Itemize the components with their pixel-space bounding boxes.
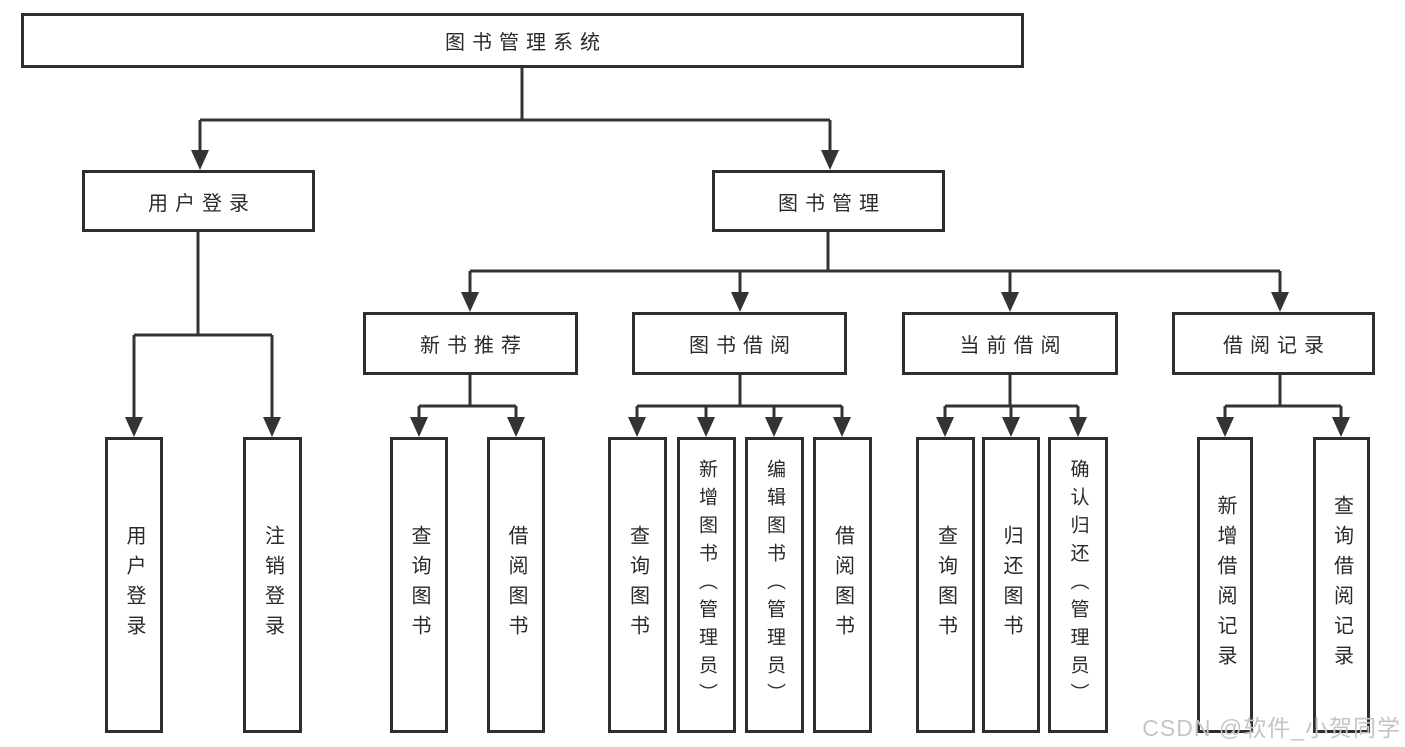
connector-new-book-recommend-to-leaves: [410, 375, 525, 437]
node-label: 当前借阅: [959, 335, 1068, 357]
leaf-confirm-return-admin: 确认归还（管理员）: [1048, 437, 1108, 733]
node-book-borrowing: 图书借阅: [632, 312, 847, 375]
node-label: 图书管理: [778, 192, 886, 215]
leaf-logout-login: 注销登录: [243, 437, 302, 733]
leaf-label: 确认归还（管理员）: [1067, 459, 1089, 711]
leaf-label: 归还图书: [1000, 525, 1022, 645]
leaf-label: 借阅图书: [831, 525, 854, 645]
connector-root-to-level2: [191, 68, 839, 170]
leaf-query-borrow-record: 查询借阅记录: [1313, 437, 1370, 733]
node-label: 借阅记录: [1223, 335, 1331, 357]
leaf-add-books-admin: 新增图书（管理员）: [677, 437, 736, 733]
leaf-add-borrow-record: 新增借阅记录: [1197, 437, 1253, 733]
leaf-label: 注销登录: [261, 525, 284, 645]
node-label: 用户登录: [148, 192, 256, 215]
leaf-label: 查询借阅记录: [1330, 495, 1353, 675]
leaf-label: 新增借阅记录: [1214, 495, 1236, 675]
leaf-query-books-borrowing: 查询图书: [608, 437, 667, 733]
node-new-book-recommend: 新书推荐: [363, 312, 578, 375]
leaf-query-books-recommend: 查询图书: [390, 437, 448, 733]
node-current-borrowing: 当前借阅: [902, 312, 1118, 375]
connector-borrow-records-to-leaves: [1216, 375, 1350, 437]
leaf-label: 借阅图书: [505, 525, 527, 645]
connector-current-borrowing-to-leaves: [936, 375, 1087, 437]
leaf-query-books-current: 查询图书: [916, 437, 975, 733]
leaf-label: 编辑图书（管理员）: [764, 459, 785, 711]
node-borrow-records: 借阅记录: [1172, 312, 1375, 375]
node-user-login: 用户登录: [82, 170, 315, 232]
node-label: 新书推荐: [420, 335, 528, 357]
leaf-label: 新增图书（管理员）: [696, 459, 717, 711]
leaf-label: 用户登录: [123, 525, 145, 645]
node-library-management-system: 图书管理系统: [21, 13, 1024, 68]
leaf-user-login: 用户登录: [105, 437, 163, 733]
csdn-watermark: CSDN @软件_小贺同学: [1142, 715, 1401, 741]
connector-book-management-to-modules: [461, 232, 1289, 312]
connector-user-login-to-leaves: [125, 232, 281, 437]
leaf-label: 查询图书: [408, 525, 430, 645]
node-label: 图书借阅: [689, 335, 797, 357]
connector-book-borrowing-to-leaves: [628, 375, 851, 437]
leaf-label: 查询图书: [626, 525, 649, 645]
leaf-edit-books-admin: 编辑图书（管理员）: [745, 437, 804, 733]
node-label: 图书管理系统: [445, 32, 607, 54]
leaf-borrow-books-recommend: 借阅图书: [487, 437, 545, 733]
node-book-management: 图书管理: [712, 170, 945, 232]
leaf-return-books: 归还图书: [982, 437, 1040, 733]
leaf-borrow-books-borrowing: 借阅图书: [813, 437, 872, 733]
leaf-label: 查询图书: [934, 525, 957, 645]
